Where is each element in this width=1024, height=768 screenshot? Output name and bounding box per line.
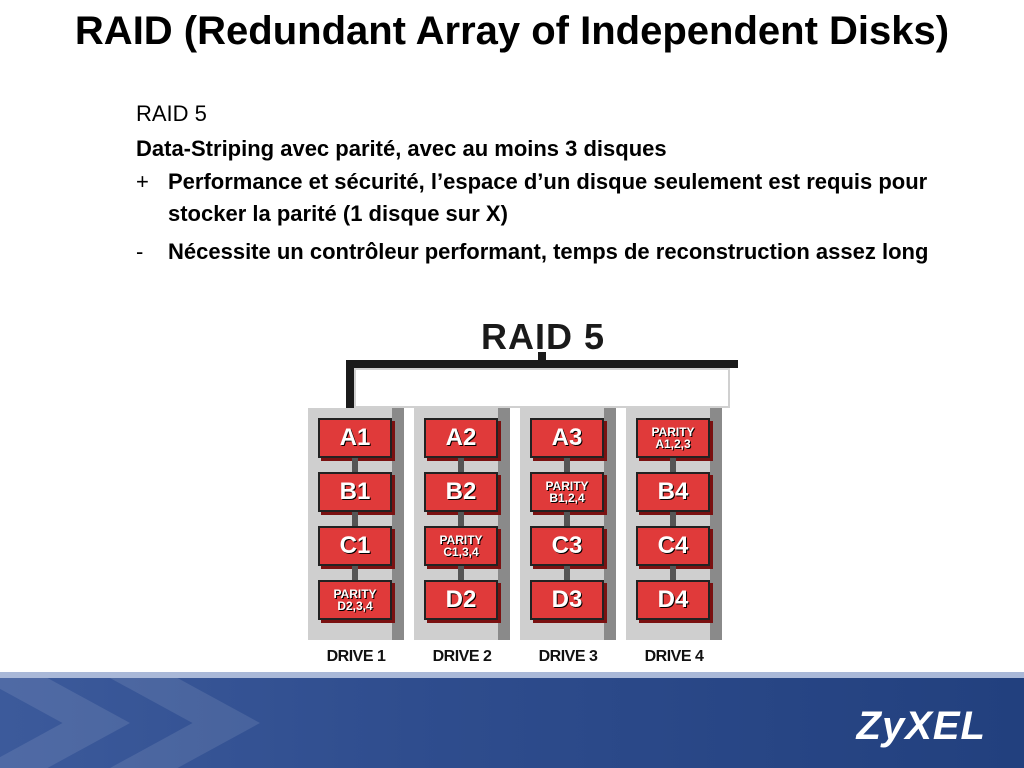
block-link bbox=[670, 512, 676, 526]
parity-members: D2,3,4 bbox=[337, 599, 373, 613]
footer-chevron bbox=[110, 678, 260, 768]
parity-label: PARITY bbox=[333, 587, 377, 601]
bullet-striping: Data-Striping avec parité, avec au moins… bbox=[136, 136, 667, 161]
block-1-2: B1 bbox=[318, 472, 392, 512]
plus-marker: + bbox=[136, 169, 149, 194]
block-link bbox=[564, 566, 570, 580]
block-link bbox=[458, 512, 464, 526]
wire-stem bbox=[538, 352, 546, 364]
parity-label: PARITY bbox=[439, 533, 483, 547]
parity-members: C1,3,4 bbox=[443, 545, 479, 559]
drive-label-4: DRIVE 4 bbox=[644, 648, 704, 665]
wire-top-bar bbox=[346, 360, 738, 368]
footer-chevron bbox=[0, 678, 130, 768]
minus-marker: - bbox=[136, 239, 144, 264]
wire-drive-1 bbox=[346, 360, 354, 412]
block-link bbox=[670, 566, 676, 580]
block-link bbox=[458, 458, 464, 472]
block-link bbox=[564, 458, 570, 472]
parity-members: A1,2,3 bbox=[655, 437, 691, 451]
parity-members: B1,2,4 bbox=[549, 491, 585, 505]
block-link bbox=[352, 512, 358, 526]
diagram-title: RAID 5 bbox=[480, 316, 606, 357]
subtitle-raid5: RAID 5 bbox=[136, 101, 207, 126]
block-4-4: D4 bbox=[636, 580, 710, 620]
block-1-3: C1 bbox=[318, 526, 392, 566]
block-4-3: C4 bbox=[636, 526, 710, 566]
bullet-con-text: Nécessite un contrôleur performant, temp… bbox=[168, 239, 929, 264]
bullet-con: - Nécessite un contrôleur performant, te… bbox=[136, 236, 956, 268]
drive-shade bbox=[710, 408, 722, 640]
parity-label: PARITY bbox=[651, 425, 695, 439]
block-3-4: D3 bbox=[530, 580, 604, 620]
block-link bbox=[458, 566, 464, 580]
slide-title: RAID (Redundant Array of Independent Dis… bbox=[74, 9, 950, 53]
block-link bbox=[564, 512, 570, 526]
bullet-list: RAID 5 Data-Striping avec parité, avec a… bbox=[136, 96, 956, 268]
block-3-3: C3 bbox=[530, 526, 604, 566]
drive-shade bbox=[392, 408, 404, 640]
drive-label-3: DRIVE 3 bbox=[538, 648, 598, 665]
zyxel-logo: ZyXEL bbox=[856, 704, 986, 748]
block-link bbox=[352, 458, 358, 472]
block-4-2: B4 bbox=[636, 472, 710, 512]
bullet-pro-text: Performance et sécurité, l’espace d’un d… bbox=[168, 169, 928, 226]
wire-inner-shade bbox=[354, 368, 730, 408]
drive-label-1: DRIVE 1 bbox=[326, 648, 386, 665]
block-2-4: D2 bbox=[424, 580, 498, 620]
block-2-2: B2 bbox=[424, 472, 498, 512]
parity-label: PARITY bbox=[545, 479, 589, 493]
drive-shade bbox=[604, 408, 616, 640]
block-link bbox=[670, 458, 676, 472]
block-link bbox=[352, 566, 358, 580]
bullet-pro: + Performance et sécurité, l’espace d’un… bbox=[136, 166, 956, 230]
footer-band: ZyXEL bbox=[0, 672, 1024, 768]
drive-label-2: DRIVE 2 bbox=[432, 648, 492, 665]
block-1-1: A1 bbox=[318, 418, 392, 458]
block-2-1: A2 bbox=[424, 418, 498, 458]
drive-shade bbox=[498, 408, 510, 640]
block-3-1: A3 bbox=[530, 418, 604, 458]
